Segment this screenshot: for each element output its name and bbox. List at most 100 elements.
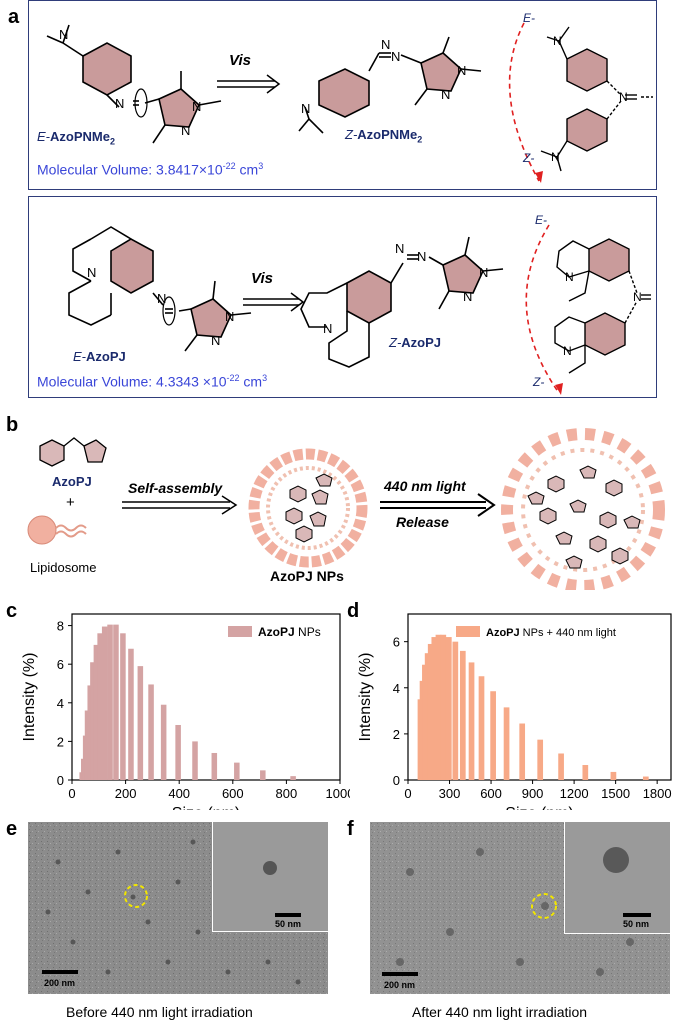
bar [478,676,485,780]
bar [234,762,240,780]
y-tick-label: 2 [393,727,400,742]
azopnme2-structures: N N N N Vis N N N N N [46,22,653,183]
tem-image-before: 50 nm 200 nm [28,822,328,994]
bar [445,637,452,780]
bar [192,741,198,780]
bar [90,662,96,780]
x-tick-label: 900 [522,786,544,801]
bar [424,653,431,780]
z-azopnme2-label: Z-AzoPNMe2 [345,127,423,145]
z-side-label-2: Z- [533,375,545,389]
azopj-scheme-box: N N N N Vis N N N N N [28,196,657,398]
legend-swatch [456,626,480,637]
bar [175,724,181,780]
bar [97,633,103,780]
dls-chart-before: 0200400600800100002468Size (nm)Intensity… [21,613,350,810]
x-tick-label: 800 [276,786,298,801]
svg-text:N: N [87,265,96,280]
svg-text:N: N [633,290,642,304]
bar [128,648,134,780]
x-tick-label: 300 [439,786,461,801]
azopnme2-scheme-box: N N N N Vis N N N N N [28,0,657,190]
lipidosome-label: Lipidosome [30,560,97,575]
cyclohexane-icon [39,439,65,467]
bar [435,634,442,780]
svg-text:N: N [417,249,426,264]
svg-text:N: N [192,99,201,114]
light-label: 440 nm light [384,478,466,494]
release-label: Release [396,514,449,530]
scale-bar-after [382,972,418,976]
x-tick-label: 400 [168,786,190,801]
caption-before: Before 440 nm light irradiation [66,1004,253,1020]
x-tick-label: 0 [404,786,411,801]
svg-text:N: N [395,241,404,256]
x-axis-label: Size (nm) [172,805,240,810]
highlight-circle-before [124,884,148,908]
e-azopj-label: E-AzoPJ [73,349,126,364]
bar [93,644,100,780]
azopj-structures: N N N N Vis N N N N N [68,224,651,395]
panel-label-e: e [6,818,18,840]
svg-text:N: N [59,27,68,42]
bar [160,704,167,780]
bar [537,739,544,780]
x-tick-label: 600 [222,786,244,801]
bar [290,776,296,780]
x-tick-label: 1500 [601,786,630,801]
x-tick-label: 200 [115,786,137,801]
azopj-nps-label: AzoPJ NPs [270,568,344,584]
svg-text:N: N [563,344,572,358]
z-side-label-1: Z- [523,151,535,165]
panel-label-a: a [8,6,20,28]
scale-bar-inset-after [623,913,651,917]
svg-text:N: N [553,34,562,48]
bar [211,752,218,780]
bar [101,626,108,780]
svg-text:N: N [181,123,190,138]
scale-bar-before [42,970,78,974]
panel-label-b: b [6,414,19,436]
x-tick-label: 600 [480,786,502,801]
dls-chart-after: 03006009001200150018000246Size (nm)Inten… [357,613,672,810]
bar [107,624,113,780]
bar [137,666,144,780]
legend-swatch [228,626,252,637]
scale-bar-inset-before [275,913,301,917]
y-axis-label: Intensity (%) [357,653,374,742]
y-tick-label: 0 [393,773,400,788]
svg-text:N: N [479,265,488,280]
bar [610,771,617,780]
bar [260,770,266,780]
x-tick-label: 1800 [643,786,672,801]
svg-text:N: N [391,49,400,64]
cyclopentane-icon [83,439,107,463]
caption-after: After 440 nm light irradiation [412,1004,588,1020]
e-azopnme2-label: E-AzoPNMe2 [37,129,115,147]
y-axis-label: Intensity (%) [21,653,38,742]
released-nanoparticle [501,428,665,590]
svg-text:N: N [565,270,574,284]
vis-label-1: Vis [229,52,251,69]
azopj-nanoparticle [248,448,368,568]
bar [468,662,475,780]
bar [120,633,126,780]
svg-text:N: N [551,150,560,164]
highlight-circle-after [531,893,557,919]
bar [642,776,649,780]
y-tick-label: 6 [57,657,64,672]
bar [558,753,564,780]
bar [148,684,154,780]
y-tick-label: 8 [57,619,64,634]
svg-text:N: N [323,321,332,336]
svg-text:N: N [381,37,390,52]
x-axis-label: Size (nm) [505,805,573,810]
bar [490,691,496,780]
scale-text-inset-before: 50 nm [275,919,302,929]
svg-text:N: N [463,289,472,304]
y-tick-label: 4 [393,681,400,696]
vis-label-2: Vis [251,270,273,287]
y-tick-label: 2 [57,734,64,749]
azopj-label-b: AzoPJ [52,474,92,489]
tem-inset-after: 50 nm [564,822,670,934]
